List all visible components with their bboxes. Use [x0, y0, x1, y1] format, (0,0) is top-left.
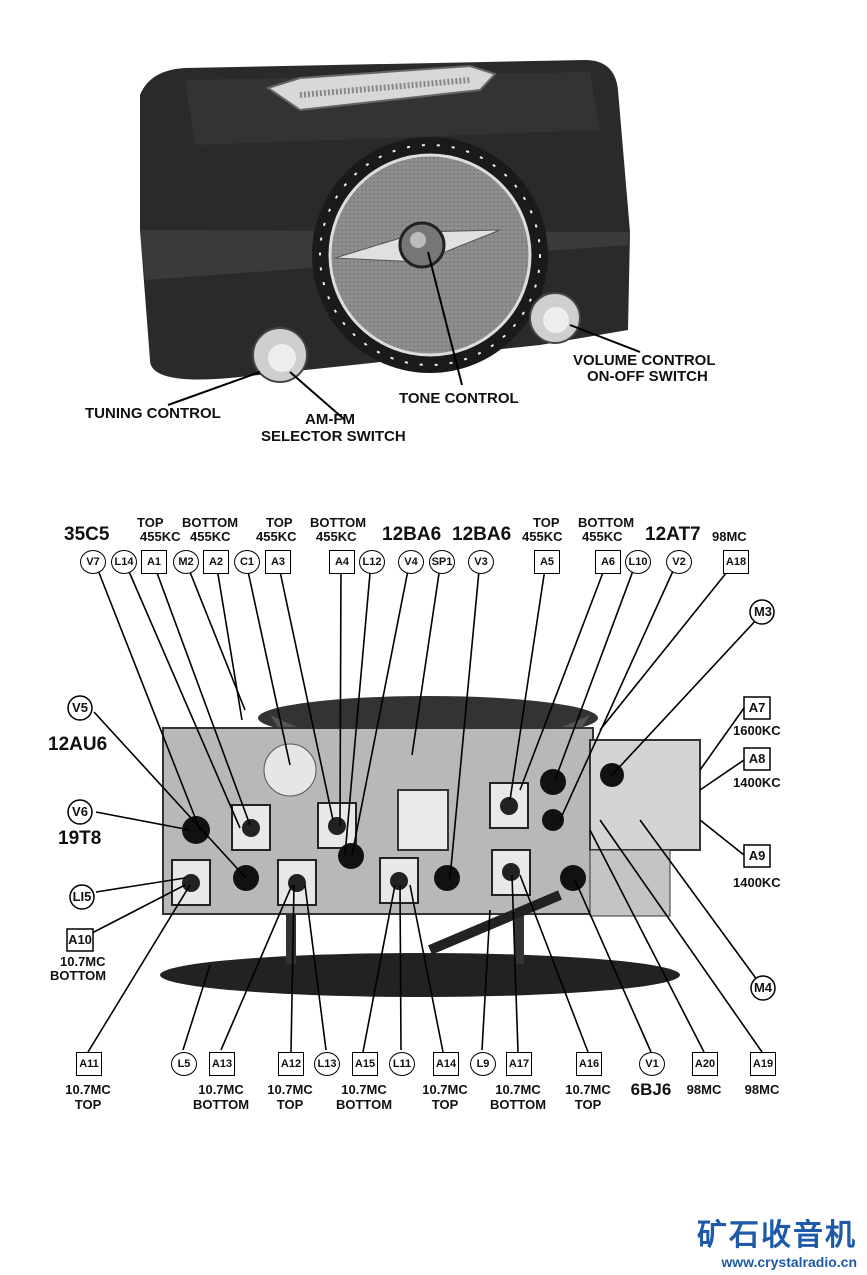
khz-label-3: 455KC — [256, 529, 297, 544]
m3-callout: M3 — [753, 604, 773, 619]
callout-a13-pos: BOTTOM — [192, 1097, 250, 1112]
callout-a17-freq: 10.7MC — [495, 1082, 541, 1097]
a9-freq: 1400KC — [733, 875, 781, 890]
callout-v7: V7 — [80, 550, 106, 574]
callout-a2: A2 — [203, 550, 229, 574]
am-fm-label: AM-FM — [305, 411, 355, 428]
callout-a14: A14 — [433, 1052, 459, 1076]
callout-a16: A16 — [576, 1052, 602, 1076]
callout-c1: C1 — [234, 550, 260, 574]
radio-cabinet-illustration — [140, 60, 641, 421]
a7-callout: A7 — [748, 700, 766, 715]
callout-a17: A17 — [506, 1052, 532, 1076]
bottom-label-3: BOTTOM — [578, 515, 635, 530]
a10-pos: BOTTOM — [50, 968, 107, 983]
callout-a17-pos: BOTTOM — [489, 1097, 547, 1112]
callout-a12-freq: 10.7MC — [267, 1082, 313, 1097]
chassis-illustration — [87, 559, 764, 1053]
callout-a16-freq: 10.7MC — [565, 1082, 611, 1097]
mc98-label: 98MC — [712, 529, 747, 544]
callout-v1-freq: 6BJ6 — [630, 1080, 672, 1099]
a10-freq: 10.7MC — [60, 954, 106, 969]
m4-callout: M4 — [753, 980, 773, 995]
tube-19t8-label: 19T8 — [58, 828, 102, 849]
callout-l5: L5 — [171, 1052, 197, 1076]
callout-a16-pos: TOP — [574, 1097, 602, 1112]
bottom-label-2: BOTTOM — [310, 515, 367, 530]
callout-l13: L13 — [314, 1052, 340, 1076]
khz-label-4: 455KC — [316, 529, 357, 544]
top-label-3: TOP — [533, 515, 560, 530]
callout-a19-freq: 98MC — [744, 1082, 780, 1097]
a10-callout: A10 — [68, 932, 92, 947]
a8-callout: A8 — [748, 751, 766, 766]
callout-v1: V1 — [639, 1052, 665, 1076]
callout-l9: L9 — [470, 1052, 496, 1076]
callout-a15-freq: 10.7MC — [341, 1082, 387, 1097]
callout-sp1: SP1 — [429, 550, 455, 574]
logo-url-text: www.crystalradio.cn — [721, 1254, 857, 1270]
callout-a13: A13 — [209, 1052, 235, 1076]
tube-12au6-label: 12AU6 — [48, 734, 108, 755]
callout-a15: A15 — [352, 1052, 378, 1076]
khz-label-5: 455KC — [522, 529, 563, 544]
callout-a12: A12 — [278, 1052, 304, 1076]
callout-a19: A19 — [750, 1052, 776, 1076]
tube-12at7-label: 12AT7 — [645, 524, 701, 545]
callout-v2: V2 — [666, 550, 692, 574]
callout-a20-freq: 98MC — [686, 1082, 722, 1097]
khz-label-2: 455KC — [190, 529, 231, 544]
a7-freq: 1600KC — [733, 723, 781, 738]
callout-v3: V3 — [468, 550, 494, 574]
logo-chinese-text: 矿石收音机 — [697, 1218, 857, 1253]
callout-a13-freq: 10.7MC — [198, 1082, 244, 1097]
l15-callout: LI5 — [72, 889, 92, 904]
callout-a15-pos: BOTTOM — [335, 1097, 393, 1112]
callout-l11: L11 — [389, 1052, 415, 1076]
callout-a5: A5 — [534, 550, 560, 574]
callout-l14: L14 — [111, 550, 137, 574]
callout-a3: A3 — [265, 550, 291, 574]
tube-12ba6-b-label: 12BA6 — [452, 524, 512, 545]
v5-callout: V5 — [72, 700, 88, 715]
top-label-1: TOP — [137, 515, 164, 530]
a8-freq: 1400KC — [733, 775, 781, 790]
callout-a14-pos: TOP — [431, 1097, 459, 1112]
tuning-control-label: TUNING CONTROL — [85, 405, 221, 422]
tube-35c5-label: 35C5 — [64, 524, 110, 545]
callout-a20: A20 — [692, 1052, 718, 1076]
tone-control-label: TONE CONTROL — [399, 390, 519, 407]
callout-a6: A6 — [595, 550, 621, 574]
on-off-switch-label: ON-OFF SWITCH — [587, 368, 708, 385]
callout-a11-pos: TOP — [74, 1097, 102, 1112]
tube-12ba6-a-label: 12BA6 — [382, 524, 442, 545]
callout-v4: V4 — [398, 550, 424, 574]
top-label-2: TOP — [266, 515, 293, 530]
volume-control-label: VOLUME CONTROL — [573, 352, 716, 369]
callout-m2: M2 — [173, 550, 199, 574]
khz-label-6: 455KC — [582, 529, 623, 544]
callout-a11-freq: 10.7MC — [65, 1082, 111, 1097]
v6-callout: V6 — [72, 804, 88, 819]
site-logo: 矿石收音机 www.crystalradio.cn — [697, 1210, 857, 1270]
callout-a12-pos: TOP — [276, 1097, 304, 1112]
callout-a4: A4 — [329, 550, 355, 574]
bottom-label-1: BOTTOM — [182, 515, 239, 530]
khz-label-1: 455KC — [140, 529, 181, 544]
callout-a18: A18 — [723, 550, 749, 574]
callout-a1: A1 — [141, 550, 167, 574]
callout-l10: L10 — [625, 550, 651, 574]
callout-a11: A11 — [76, 1052, 102, 1076]
callout-a14-freq: 10.7MC — [422, 1082, 468, 1097]
a9-callout: A9 — [748, 848, 766, 863]
selector-switch-label: SELECTOR SWITCH — [261, 428, 406, 445]
callout-l12: L12 — [359, 550, 385, 574]
